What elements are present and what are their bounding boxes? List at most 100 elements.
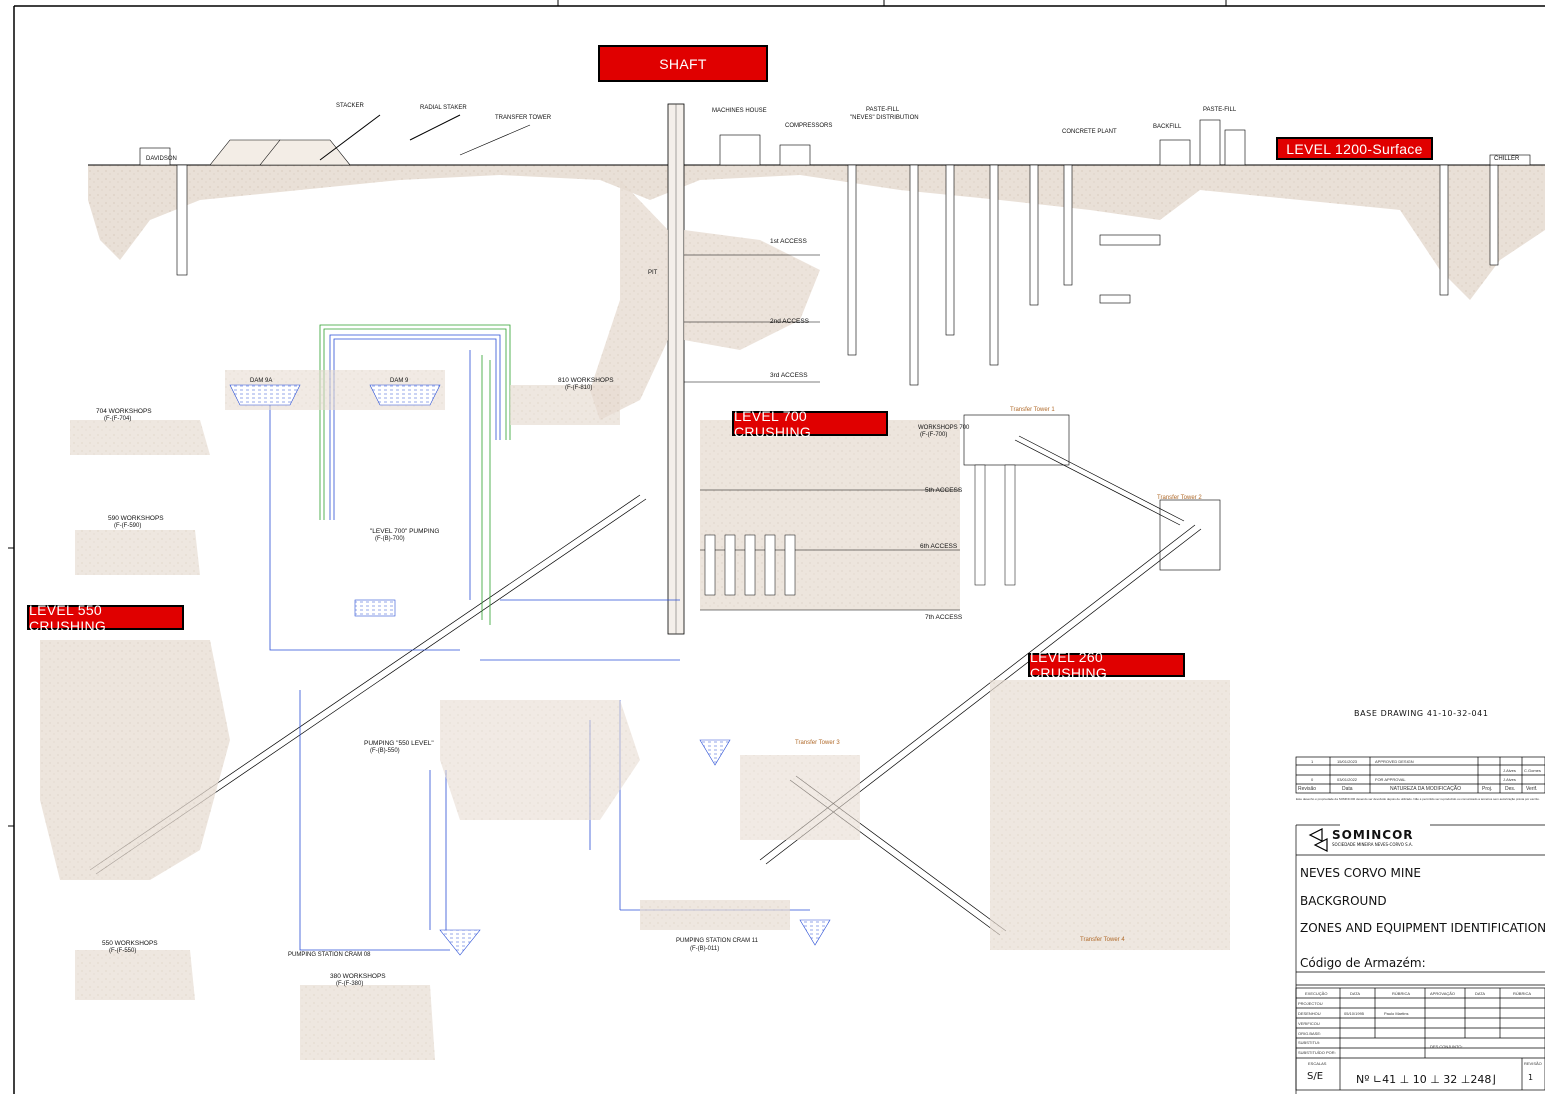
company-name: SOMINCOR [1332, 828, 1414, 842]
third-access-label: 3rd ACCESS [770, 372, 808, 379]
pumping-550-code: (F-(B)-550) [370, 748, 400, 754]
radial-staker-label: RADIAL STAKER [420, 105, 467, 111]
sign-desenhou-date: 05/10/1995 [1344, 1011, 1365, 1016]
paste-fill-neves-label: PASTE-FILL [866, 107, 900, 113]
sign-header-data-2: DATA [1475, 991, 1486, 996]
level-700-label: LEVEL 700 CRUSHING [732, 408, 888, 440]
stacker-label: STACKER [336, 103, 364, 109]
dams [225, 370, 831, 956]
workshop-380-code: (F-(F-380) [336, 981, 364, 987]
pipes-water [269, 324, 810, 951]
workshop-590-label: 590 WORKSHOPS [108, 515, 164, 522]
workshop-700-label: WORKSHOPS 700 [918, 425, 970, 431]
title-line-2: BACKGROUND [1300, 894, 1387, 908]
company-subtitle: SOCIEDADE MINEIRA NEVES-CORVO S.A. [1332, 842, 1413, 847]
dam-9a-label: DAM 9A [250, 378, 273, 384]
paste-fill-right-label: PASTE-FILL [1203, 107, 1237, 113]
workshop-704-code: (F-(F-704) [104, 416, 132, 422]
rev-row-1-desc: APPROVED DESIGN [1375, 759, 1414, 764]
fifth-access-label: 5th ACCESS [925, 487, 963, 494]
workshop-810-label: 810 WORKSHOPS [558, 377, 614, 384]
level-1200-label: LEVEL 1200-Surface [1276, 137, 1433, 160]
sign-header-rubrica: RÚBRICA [1392, 991, 1411, 996]
compressors-label: COMPRESSORS [785, 123, 833, 129]
second-access-label: 2nd ACCESS [770, 318, 810, 325]
sign-row-substitui: SUBSTITUI: [1298, 1040, 1321, 1045]
seventh-access-label: 7th ACCESS [925, 614, 963, 621]
rev-row-2-rev: 0 [1311, 777, 1314, 782]
rev-header-desc: NATUREZA DA MODIFICAÇÃO [1390, 786, 1462, 792]
rev-row-2-desc: FOR APPROVAL [1375, 777, 1406, 782]
transfer-tower-2-label: Transfer Tower 2 [1157, 495, 1202, 501]
rev-header-date: Data [1342, 786, 1353, 792]
workshop-700-code: (F-(F-700) [920, 432, 948, 438]
davidson-label: DAVIDSON [146, 156, 177, 162]
rev-row-2-des: J.Alves [1503, 777, 1516, 782]
neves-distribution-label: "NEVES" DISTRIBUTION [850, 115, 919, 121]
sign-revisao-label: REVISÃO [1524, 1061, 1542, 1066]
transfer-tower-1-label: Transfer Tower 1 [1010, 407, 1055, 413]
rev-note: Este desenho é propriedade da SOMINCOR d… [1296, 797, 1540, 801]
workshop-590-code: (F-(F-590) [114, 523, 142, 529]
workshop-550-code: (F-(F-550) [109, 948, 137, 954]
title-line-1: NEVES CORVO MINE [1300, 866, 1421, 880]
rev-header-des: Des. [1505, 786, 1516, 792]
sign-header-execucao: EXECUÇÃO [1305, 991, 1328, 996]
dam-9-label: DAM 9 [390, 378, 409, 384]
rev-row-1-rev: 1 [1311, 759, 1314, 764]
pumping-station-11-code: (F-(B)-011) [690, 946, 720, 952]
lower-ground [40, 385, 1230, 1060]
pit-label: PIT [648, 270, 658, 276]
workshop-550-label: 550 WORKSHOPS [102, 940, 158, 947]
level-700-area [700, 414, 1221, 611]
sign-scale-value: S/E [1307, 1071, 1324, 1082]
surface-structures [139, 114, 1531, 166]
sign-header-data: DATA [1350, 991, 1361, 996]
title-line-3: ZONES AND EQUIPMENT IDENTIFICATION [1300, 921, 1545, 935]
rev-header-proj: Proj. [1482, 786, 1493, 792]
pumping-station-11-label: PUMPING STATION CRAM 11 [676, 938, 759, 944]
workshop-704-label: 704 WORKSHOPS [96, 408, 152, 415]
rev-header-verif: Verif. [1526, 786, 1538, 792]
sign-row-verificou: VERIFICOU [1298, 1021, 1320, 1026]
vertical-raises [176, 164, 1499, 386]
pumping-700-code: (F-(B)-700) [375, 536, 405, 542]
pumping-700-label: "LEVEL 700" PUMPING [370, 528, 440, 535]
base-drawing-label: BASE DRAWING 41-10-32-041 [1354, 709, 1489, 718]
sign-header-rubrica-2: RÚBRICA [1513, 991, 1532, 996]
rev-header-rev: Revisão [1298, 786, 1317, 792]
sign-row-substituido: SUBSTITUÍDO POR: [1298, 1050, 1336, 1055]
level-260-label: LEVEL 260 CRUSHING [1028, 649, 1185, 681]
pumping-550-label: PUMPING "550 LEVEL" [364, 740, 434, 747]
machines-house-label: MACHINES HOUSE [712, 108, 767, 114]
shaft-label: SHAFT [598, 45, 768, 82]
first-access-label: 1st ACCESS [770, 238, 807, 245]
storage-code-label: Código de Armazém: [1300, 956, 1426, 970]
surface-ground [88, 164, 1545, 300]
sign-desenhou-name: Paulo Martins [1384, 1011, 1409, 1016]
sign-row-origbase: ORIG.BASE: [1298, 1031, 1322, 1036]
drawing-number: Nº ∟41 ⊥ 10 ⊥ 32 ⊥248⌋ [1356, 1073, 1496, 1086]
sign-row-desenhou: DESENHOU [1298, 1011, 1321, 1016]
pumping-station-08-label: PUMPING STATION CRAM 08 [288, 952, 371, 958]
transfer-tower-label: TRANSFER TOWER [495, 115, 552, 121]
shaft-structure [590, 103, 820, 635]
sixth-access-label: 6th ACCESS [920, 543, 958, 550]
workshop-380-label: 380 WORKSHOPS [330, 973, 386, 980]
title-block-lines [1295, 756, 1545, 1094]
sign-header-aprovacao: APROVAÇÃO [1430, 991, 1456, 996]
rev-row-1-verif: C.Gomes [1524, 768, 1541, 773]
transfer-tower-4-label: Transfer Tower 4 [1080, 937, 1125, 943]
chiller-label: CHILLER [1494, 156, 1520, 162]
sign-escalas: ESCALAS [1308, 1061, 1327, 1066]
rev-row-2-date: 03/01/2022 [1337, 777, 1358, 782]
sign-revisao-value: 1 [1528, 1073, 1534, 1082]
transfer-tower-3-label: Transfer Tower 3 [795, 740, 840, 746]
drawing-frame [8, 0, 1545, 1094]
sign-row-projectou: PROJECTOU [1298, 1001, 1323, 1006]
level-550-label: LEVEL 550 CRUSHING [27, 602, 184, 634]
concrete-plant-label: CONCRETE PLANT [1062, 129, 1117, 135]
rev-row-1-des: J.Alves [1503, 768, 1516, 773]
sign-conjunto: DES.CONJUNTO: [1430, 1044, 1463, 1049]
